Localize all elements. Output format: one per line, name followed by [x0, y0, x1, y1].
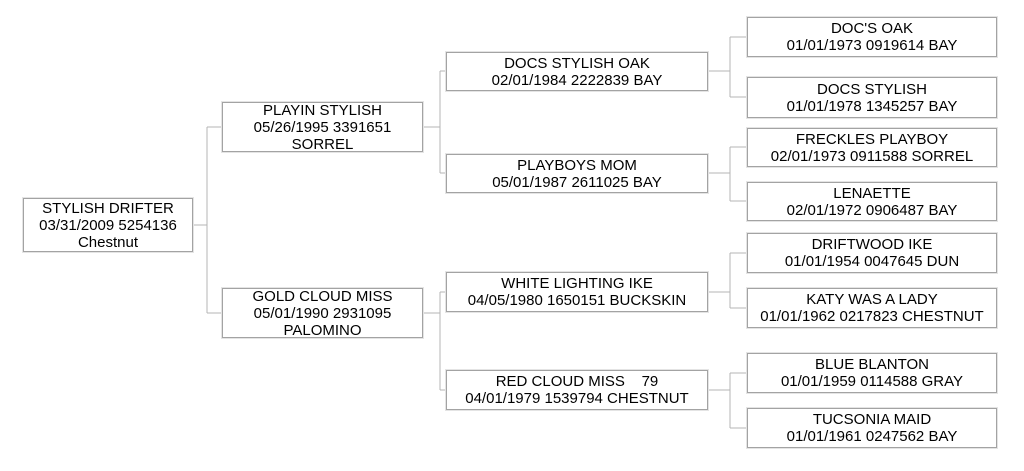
horse-name: DRIFTWOOD IKE: [811, 236, 933, 253]
horse-details: 01/01/1961 0247562 BAY: [786, 428, 958, 445]
horse-details: 01/01/1978 1345257 BAY: [786, 97, 958, 115]
pedigree-node-sire[interactable]: PLAYIN STYLISH 05/26/1995 3391651 SORREL: [222, 101, 423, 153]
bracket-subject-to-parents: [193, 126, 222, 314]
horse-details: 01/01/1954 0047645 DUN: [784, 253, 960, 270]
horse-details: 05/01/1987 2611025 BAY: [492, 173, 662, 191]
pedigree-node-subject[interactable]: STYLISH DRIFTER 03/31/2009 5254136 Chest…: [23, 198, 193, 252]
horse-name: BLUE BLANTON: [815, 356, 929, 373]
horse-coat-color: SORREL: [291, 135, 354, 153]
bracket-dams-sire-to-parents: [708, 252, 747, 309]
horse-coat-color: PALOMINO: [283, 321, 362, 339]
pedigree-node-dam-dam[interactable]: RED CLOUD MISS 79 04/01/1979 1539794 CHE…: [446, 370, 708, 410]
horse-details: 02/01/1984 2222839 BAY: [491, 71, 663, 89]
horse-coat-color: Chestnut: [77, 233, 139, 251]
horse-details: 02/01/1972 0906487 BAY: [786, 201, 958, 219]
horse-name: PLAYIN STYLISH: [263, 101, 382, 119]
pedigree-node-dam-sire[interactable]: WHITE LIGHTING IKE 04/05/1980 1650151 BU…: [446, 272, 708, 312]
bracket-sires-sire-to-parents: [708, 36, 747, 98]
pedigree-node-sire-sire[interactable]: DOCS STYLISH OAK 02/01/1984 2222839 BAY: [446, 52, 708, 91]
bracket-dam-to-parents: [423, 291, 446, 391]
pedigree-node-dam[interactable]: GOLD CLOUD MISS 05/01/1990 2931095 PALOM…: [222, 287, 423, 339]
horse-name: PLAYBOYS MOM: [517, 156, 637, 174]
horse-details: 01/01/1962 0217823 CHESTNUT: [760, 308, 984, 325]
horse-name: DOCS STYLISH: [816, 80, 928, 98]
horse-details: 04/05/1980 1650151 BUCKSKIN: [467, 292, 687, 309]
pedigree-node-sire-sire-sire[interactable]: DOC'S OAK 01/01/1973 0919614 BAY: [747, 17, 997, 57]
bracket-sire-to-parents: [423, 70, 446, 174]
horse-name: STYLISH DRIFTER: [42, 199, 174, 217]
horse-name: TUCSONIA MAID: [812, 411, 932, 428]
pedigree-node-dam-sire-sire[interactable]: DRIFTWOOD IKE 01/01/1954 0047645 DUN: [747, 233, 997, 273]
horse-details: 03/31/2009 5254136: [39, 216, 177, 234]
horse-name: DOC'S OAK: [830, 20, 914, 37]
pedigree-node-sire-sire-dam[interactable]: DOCS STYLISH 01/01/1978 1345257 BAY: [747, 77, 997, 118]
horse-name: WHITE LIGHTING IKE: [501, 275, 653, 292]
pedigree-node-dam-dam-sire[interactable]: BLUE BLANTON 01/01/1959 0114588 GRAY: [747, 353, 997, 393]
horse-details: 01/01/1959 0114588 GRAY: [780, 373, 964, 390]
bracket-sires-dam-to-parents: [708, 146, 747, 202]
bracket-dams-dam-to-parents: [708, 372, 747, 429]
horse-name: GOLD CLOUD MISS: [252, 287, 393, 305]
pedigree-node-sire-dam[interactable]: PLAYBOYS MOM 05/01/1987 2611025 BAY: [446, 154, 708, 193]
horse-name: FRECKLES PLAYBOY: [795, 130, 949, 148]
horse-details: 01/01/1973 0919614 BAY: [786, 37, 958, 54]
horse-details: 05/01/1990 2931095: [253, 304, 392, 322]
pedigree-node-dam-sire-dam[interactable]: KATY WAS A LADY 01/01/1962 0217823 CHEST…: [747, 288, 997, 328]
pedigree-node-sire-dam-dam[interactable]: LENAETTE 02/01/1972 0906487 BAY: [747, 182, 997, 221]
horse-name: LENAETTE: [833, 184, 911, 202]
horse-name: RED CLOUD MISS 79: [495, 373, 659, 390]
horse-details: 04/01/1979 1539794 CHESTNUT: [465, 390, 689, 407]
pedigree-node-sire-dam-sire[interactable]: FRECKLES PLAYBOY 02/01/1973 0911588 SORR…: [747, 128, 997, 167]
horse-details: 05/26/1995 3391651: [253, 118, 392, 136]
horse-name: DOCS STYLISH OAK: [504, 54, 650, 72]
pedigree-node-dam-dam-dam[interactable]: TUCSONIA MAID 01/01/1961 0247562 BAY: [747, 408, 997, 448]
horse-name: KATY WAS A LADY: [806, 291, 938, 308]
horse-details: 02/01/1973 0911588 SORREL: [770, 147, 974, 165]
